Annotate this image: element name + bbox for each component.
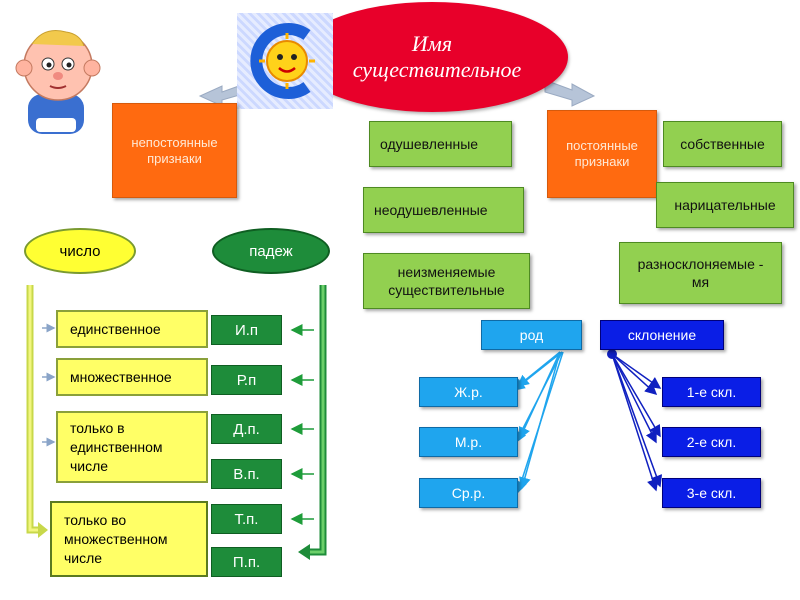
gender-label: род <box>519 327 544 343</box>
heteroclitic-box: разносклоняемые - мя <box>619 242 782 304</box>
number-item-singular: единственное <box>56 310 208 348</box>
gender-item-label: М.р. <box>454 434 483 450</box>
common-label: нарицательные <box>674 197 776 213</box>
proper-box: собственные <box>663 121 782 167</box>
number-oval: число <box>24 228 136 274</box>
title-line-1: Имя <box>411 31 453 56</box>
case-box-label: Р.п <box>236 371 257 389</box>
case-box-label: П.п. <box>232 553 261 571</box>
number-item-singular-only: только в единственном числе <box>56 411 208 483</box>
declension-box: склонение <box>600 320 724 350</box>
proper-label: собственные <box>680 136 765 152</box>
animate-box: одушевленные <box>369 121 512 167</box>
number-item-arrows <box>42 323 56 447</box>
declension-item-label: 2-е скл. <box>686 434 737 450</box>
case-arrows <box>290 324 314 525</box>
number-item-plural: множественное <box>56 358 208 396</box>
case-box-label: В.п. <box>233 465 260 483</box>
inanimate-label: неодушевленные <box>374 202 488 218</box>
permanent-features-box: постоянные признаки <box>547 110 657 198</box>
non-permanent-features-label: непостоянные признаки <box>131 134 218 166</box>
title-to-permanent-arrow <box>544 79 596 107</box>
common-box: нарицательные <box>656 182 794 228</box>
title-line-2: существительное <box>352 57 522 82</box>
number-item-label: единственное <box>70 321 161 337</box>
case-box-label: И.п <box>234 321 259 339</box>
gender-masculine: М.р. <box>419 427 518 457</box>
permanent-features-label: постоянные признаки <box>566 138 638 169</box>
animate-label: одушевленные <box>380 136 479 152</box>
number-label: число <box>59 242 101 260</box>
heteroclitic-label: разносклоняемые - мя <box>637 256 764 290</box>
case-genitive: Р.п <box>211 365 282 395</box>
case-box-label: Т.п. <box>234 510 259 528</box>
case-instrumental: Т.п. <box>211 504 282 534</box>
gender-neuter: Ср.р. <box>419 478 518 508</box>
non-permanent-features-box: непостоянные признаки <box>112 103 237 198</box>
case-dative: Д.п. <box>211 414 282 444</box>
gender-feminine: Ж.р. <box>419 377 518 407</box>
declension-arrows <box>607 349 663 492</box>
declension-item-label: 3-е скл. <box>686 485 737 501</box>
gender-box: род <box>481 320 582 350</box>
case-box-label: Д.п. <box>233 420 260 438</box>
declension-first: 1-е скл. <box>662 377 761 407</box>
gender-item-label: Ср.р. <box>451 485 486 501</box>
inanimate-box: неодушевленные <box>363 187 524 233</box>
number-item-label: только в единственном числе <box>70 419 163 474</box>
sun-letter-c-logo-icon <box>237 13 333 109</box>
case-nominative: И.п <box>211 315 282 345</box>
title-oval: Имя существительное <box>296 2 568 112</box>
declension-third: 3-е скл. <box>662 478 761 508</box>
gender-arrows <box>512 351 564 494</box>
case-label: падеж <box>249 242 293 260</box>
case-accusative: В.п. <box>211 459 282 489</box>
number-item-plural-only: только во множественном числе <box>50 501 208 577</box>
case-oval: падеж <box>212 228 330 274</box>
declension-second: 2-е скл. <box>662 427 761 457</box>
number-item-label: множественное <box>70 369 172 385</box>
case-bracket-line <box>298 285 327 560</box>
cartoon-boy-icon <box>14 22 102 140</box>
indeclinable-label: неизменяемые существительные <box>388 264 505 298</box>
declension-label: склонение <box>627 327 697 343</box>
declension-item-label: 1-е скл. <box>686 384 737 400</box>
number-bracket-line <box>26 285 48 538</box>
gender-item-label: Ж.р. <box>454 384 483 400</box>
indeclinable-box: неизменяемые существительные <box>363 253 530 309</box>
number-item-label: только во множественном числе <box>64 511 168 566</box>
case-prepositional: П.п. <box>211 547 282 577</box>
